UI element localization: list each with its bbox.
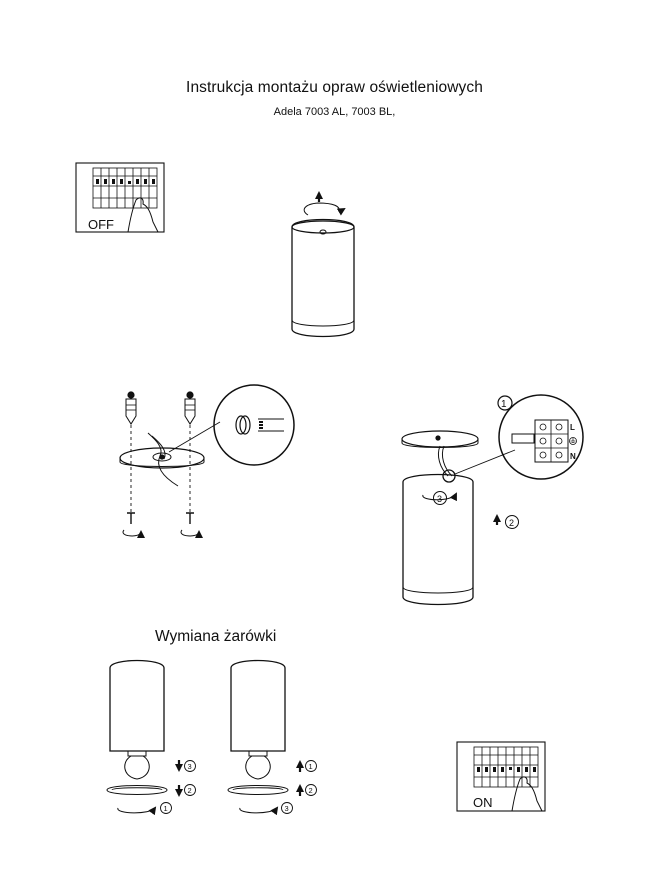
removal-step-2: 2: [188, 786, 192, 795]
breaker-off-panel: OFF: [75, 162, 165, 233]
bulb-replacement-title: Wymiana żarówki: [155, 628, 277, 645]
removal-step-3: 3: [188, 762, 192, 771]
on-label: ON: [473, 795, 493, 810]
model-subtitle: Adela 7003 AL, 7003 BL,: [273, 106, 396, 118]
removal-step-1: 1: [164, 804, 168, 813]
bulb-install-diagram: 1 2 3: [227, 659, 317, 816]
bulb-removal-diagram: 3 2 1: [106, 659, 196, 816]
mounting-plate-diagram: [119, 384, 295, 539]
install-step-3: 3: [285, 804, 289, 813]
fixture-rotate-off: [291, 191, 355, 338]
neutral-label: N: [570, 452, 576, 461]
wiring-diagram: 1 L N: [401, 394, 584, 606]
step-1-badge: 1: [501, 399, 507, 410]
step-3-badge: 3: [437, 494, 442, 504]
page-title: Instrukcja montażu opraw oświetleniowych: [186, 79, 483, 96]
breaker-on-panel: ON: [456, 741, 546, 812]
off-label: OFF: [88, 217, 114, 232]
live-label: L: [570, 423, 575, 432]
install-step-2: 2: [309, 786, 313, 795]
install-step-1: 1: [309, 762, 313, 771]
step-2-badge: 2: [509, 518, 514, 528]
